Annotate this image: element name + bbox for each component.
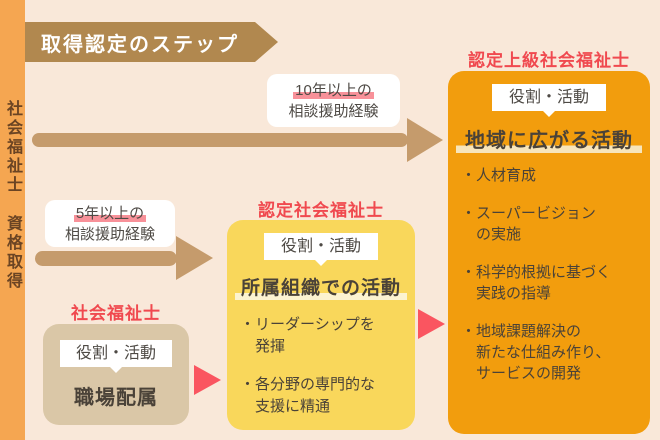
- stage-2-bullet-2: ・各分野の専門的な 支援に精通: [240, 376, 376, 415]
- experience-badge-5yr: 5年以上の 相談援助経験: [45, 200, 175, 247]
- stage-3-bullet-4: ・地域課題解決の 新たな仕組み作り、 サービスの開発: [461, 323, 611, 382]
- arrow-10yr-head-icon: [407, 118, 443, 162]
- stage-3-bullet-list: ・人材育成 ・スーパービジョン の実施 ・科学的根拠に基づく 実践の指導 ・地域…: [448, 165, 650, 384]
- title-banner-label: 取得認定のステップ: [41, 33, 239, 56]
- stage-1-heading: 職場配属: [74, 387, 158, 409]
- stage-2-title: 認定社会福祉士: [258, 201, 384, 220]
- stage-2-heading: 所属組織での活動: [235, 273, 407, 300]
- side-vertical-label: 社会福祉士 資格取得: [4, 100, 21, 291]
- experience-10yr-line1: 10年以上の: [293, 81, 374, 99]
- experience-5yr-line1: 5年以上の: [73, 204, 147, 222]
- side-strip: [0, 0, 25, 440]
- arrow-5yr-shaft: [35, 251, 177, 266]
- stage-2-bullet-list: ・リーダーシップを 発揮 ・各分野の専門的な 支援に精通: [227, 314, 415, 418]
- experience-badge-10yr: 10年以上の 相談援助経験: [267, 74, 400, 127]
- stage-2-role-activity-tag: 役割・活動: [264, 233, 378, 260]
- stage-1-card: 役割・活動 職場配属: [43, 324, 189, 425]
- step-triangle-right-icon-2: [418, 309, 445, 339]
- stage-3-bullet-1: ・人材育成: [461, 167, 537, 184]
- stage-3-heading: 地域に広がる活動: [456, 124, 642, 153]
- stage-1-title: 社会福祉士: [71, 304, 161, 323]
- stage-3-title: 認定上級社会福祉士: [468, 51, 630, 70]
- arrow-5yr-head-icon: [176, 236, 213, 280]
- stage-3-bullet-3: ・科学的根拠に基づく 実践の指導: [461, 264, 612, 302]
- title-banner: 取得認定のステップ: [25, 22, 278, 62]
- stage-1-role-activity-tag: 役割・活動: [60, 340, 172, 367]
- experience-10yr-line2: 相談援助経験: [288, 102, 379, 120]
- experience-5yr-line2: 相談援助経験: [64, 225, 155, 243]
- stage-3-card: 役割・活動 地域に広がる活動 ・人材育成 ・スーパービジョン の実施 ・科学的根…: [448, 71, 650, 434]
- step-triangle-right-icon-1: [194, 365, 221, 395]
- arrow-10yr-shaft: [32, 133, 408, 147]
- stage-2-bullet-1: ・リーダーシップを 発揮: [240, 316, 375, 355]
- stage-3-role-activity-tag: 役割・活動: [492, 84, 606, 111]
- stage-2-card: 役割・活動 所属組織での活動 ・リーダーシップを 発揮 ・各分野の専門的な 支援…: [227, 220, 415, 430]
- stage-3-bullet-2: ・スーパービジョン の実施: [461, 205, 596, 243]
